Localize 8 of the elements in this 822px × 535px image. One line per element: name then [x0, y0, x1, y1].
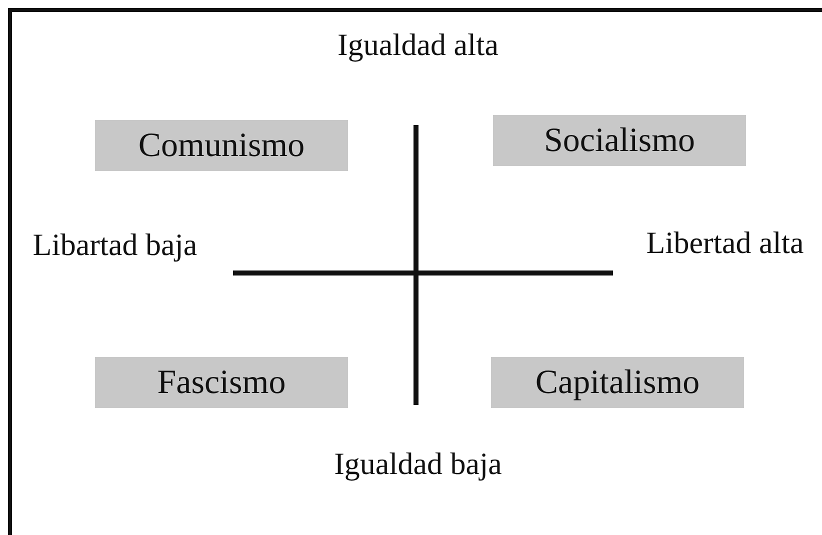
quadrant-label-box: Fascismo [95, 357, 348, 408]
axis-end-label: Igualdad alta [336, 26, 500, 64]
quadrant-label-box: Socialismo [493, 115, 746, 166]
axis-end-label: Libertad alta [645, 224, 805, 262]
quadrant-label-box: Capitalismo [491, 357, 744, 408]
quadrant-label-box: Comunismo [95, 120, 348, 171]
axis-end-label: Igualdad baja [333, 445, 503, 483]
axis-end-label: Libartad baja [32, 226, 198, 264]
